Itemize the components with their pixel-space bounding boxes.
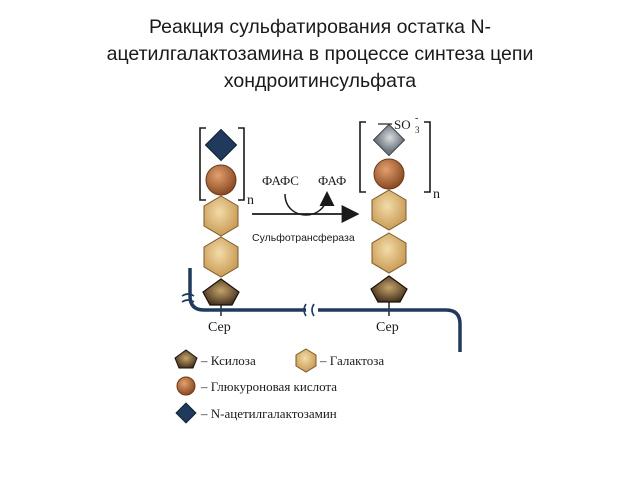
sulfate-label: SO bbox=[394, 117, 411, 132]
legend-galactose-label: – Галактоза bbox=[319, 353, 384, 368]
left-xylose-pentagon bbox=[202, 278, 240, 306]
left-galactose-hexagon-2 bbox=[203, 236, 239, 278]
left-bracket-open bbox=[199, 127, 206, 201]
right-serine-label: Сер bbox=[376, 320, 399, 335]
legend-xylose-pentagon bbox=[174, 349, 198, 369]
right-galactose-hexagon-1 bbox=[371, 189, 407, 231]
protein-backbone bbox=[181, 268, 462, 352]
right-glucuronic-circle bbox=[373, 158, 405, 190]
left-serine-label: Сер bbox=[208, 320, 231, 335]
title-line-3: хондроитинсульфата bbox=[223, 70, 417, 92]
backbone-break-left bbox=[181, 293, 195, 303]
legend: – Ксилоза – Галактоза – Глюкуроновая кис… bbox=[174, 348, 384, 424]
legend-xylose-label: – Ксилоза bbox=[200, 353, 256, 368]
legend-galnac-diamond bbox=[175, 402, 197, 424]
cofactor-out-label: ФАФ bbox=[318, 173, 346, 188]
left-glucuronic-circle bbox=[205, 164, 237, 196]
left-chain: n Сер bbox=[199, 127, 254, 335]
sulfate-charge: - bbox=[415, 113, 418, 124]
left-repeat-index: n bbox=[247, 193, 254, 208]
legend-glucuronic-label: – Глюкуроновая кислота bbox=[200, 379, 337, 394]
title-line-2: ацетилгалактозамина в процессе синтеза ц… bbox=[106, 43, 534, 65]
right-galactose-hexagon-2 bbox=[371, 232, 407, 274]
backbone-right bbox=[318, 308, 462, 352]
right-xylose-pentagon bbox=[370, 275, 408, 303]
reaction-arrow: ФАФС ФАФ Сульфотрансфераза bbox=[252, 173, 360, 244]
right-sulfated-galnac-diamond bbox=[372, 123, 406, 157]
slide-title: Реакция сульфатирования остатка N- ацети… bbox=[60, 14, 580, 95]
legend-galactose-hexagon bbox=[295, 348, 317, 373]
left-galactose-hexagon-1 bbox=[203, 195, 239, 237]
right-bracket-open bbox=[359, 121, 366, 193]
legend-galnac-label: – N-ацетилгалактозамин bbox=[200, 406, 337, 421]
enzyme-label: Сульфотрансфераза bbox=[252, 232, 355, 244]
cofactor-in-label: ФАФС bbox=[262, 173, 299, 188]
right-bracket-close bbox=[424, 121, 431, 193]
backbone-left-hook bbox=[188, 268, 306, 312]
left-galnac-diamond bbox=[204, 128, 238, 162]
title-line-1: Реакция сульфатирования остатка N- bbox=[148, 16, 492, 38]
cofactor-curve bbox=[284, 191, 335, 216]
backbone-break-middle bbox=[303, 303, 315, 317]
left-bracket-close bbox=[238, 127, 245, 201]
legend-glucuronic-circle bbox=[176, 376, 196, 396]
right-chain: n SO 3 - Сер bbox=[359, 113, 440, 335]
sulfate-subscript: 3 bbox=[415, 125, 420, 135]
right-repeat-index: n bbox=[433, 187, 440, 202]
